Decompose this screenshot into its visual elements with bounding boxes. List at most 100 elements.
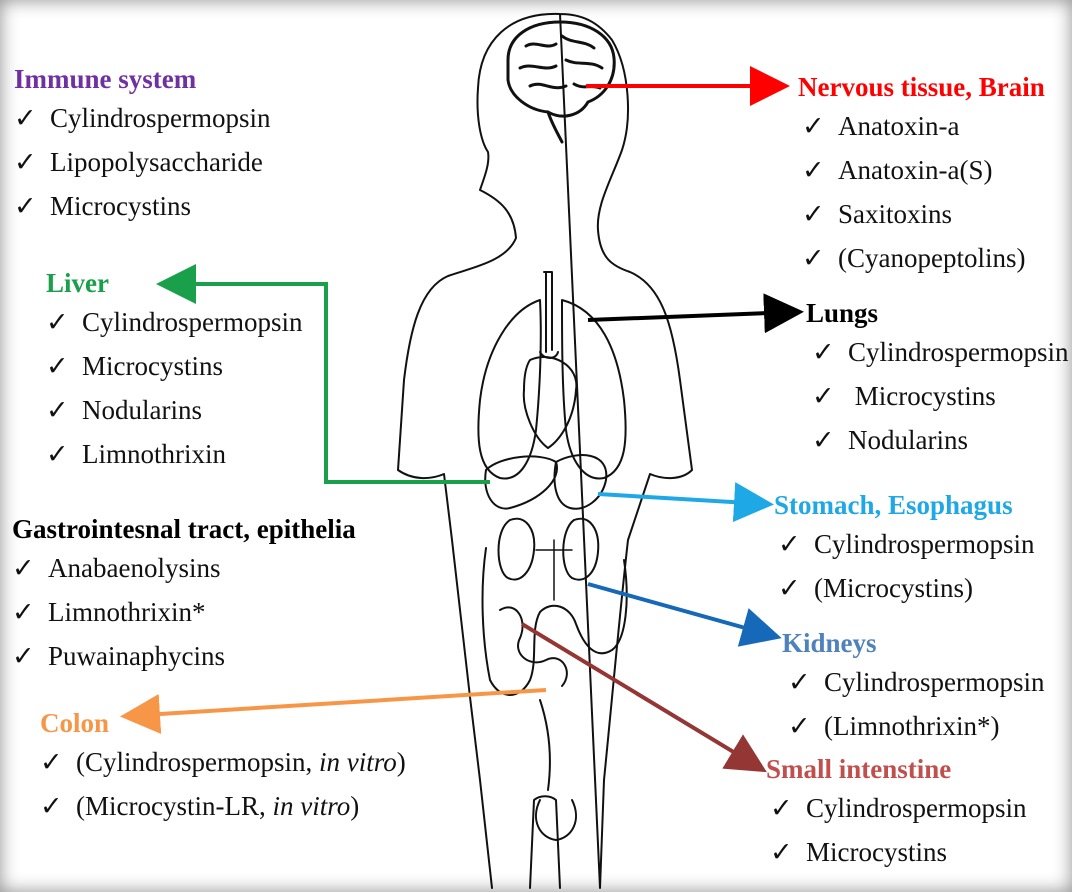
colon-item: ✓(Microcystin-LR, in vitro) (40, 784, 406, 828)
lungs-item: ✓ Microcystins (812, 374, 1069, 418)
toxin-name: Microcystins (848, 381, 996, 411)
liver-item: ✓Nodularins (46, 388, 303, 432)
nervous-item: ✓Anatoxin-a (802, 104, 1045, 148)
body-silhouette (398, 14, 692, 888)
nervous-group: Nervous tissue, Brain ✓Anatoxin-a✓Anatox… (798, 70, 1045, 280)
gi-item: ✓Limnothrixin* (12, 590, 356, 634)
toxin-name: (Cylindrospermopsin, (76, 747, 319, 777)
toxin-name: Nodularins (82, 395, 202, 425)
immune-system-group: Immune system ✓Cylindrospermopsin✓Lipopo… (14, 62, 271, 228)
toxin-name: Cylindrospermopsin (82, 307, 303, 337)
small-intestine-item: ✓Microcystins (770, 830, 1027, 874)
arrow-kidneys (588, 584, 774, 636)
gi-list: ✓Anabaenolysins✓Limnothrixin*✓Puwainaphy… (12, 546, 356, 678)
small-intestine-list: ✓Cylindrospermopsin✓Microcystins (770, 786, 1027, 874)
trachea (540, 272, 558, 358)
immune-item: ✓Lipopolysaccharide (14, 140, 271, 184)
check-mark-icon: ✓ (802, 104, 838, 148)
stomach-heading: Stomach, Esophagus (774, 488, 1035, 522)
right-lung (562, 300, 626, 478)
gi-heading: Gastrointesnal tract, epithelia (12, 512, 356, 546)
arrow-lungs (588, 312, 796, 320)
toxin-name: Microcystins (82, 351, 223, 381)
lungs-item: ✓Cylindrospermopsin (812, 330, 1069, 374)
toxin-name: ) (397, 747, 406, 777)
check-mark-icon: ✓ (46, 432, 82, 476)
toxin-name: Cylindrospermopsin (50, 103, 271, 133)
toxin-name: Puwainaphycins (48, 641, 225, 671)
toxin-name: Cylindrospermopsin (824, 667, 1045, 697)
nervous-item: ✓(Cyanopeptolins) (802, 236, 1045, 280)
nervous-item: ✓Anatoxin-a(S) (802, 148, 1045, 192)
colon-heading: Colon (40, 706, 406, 740)
liver-item: ✓Limnothrixin (46, 432, 303, 476)
check-mark-icon: ✓ (12, 634, 48, 678)
check-mark-icon: ✓ (46, 344, 82, 388)
toxin-name: Cylindrospermopsin (806, 793, 1027, 823)
toxin-name: Saxitoxins (838, 199, 952, 229)
kidneys-list: ✓Cylindrospermopsin✓(Limnothrixin*) (788, 660, 1045, 748)
kidneys-group: Kidneys ✓Cylindrospermopsin✓(Limnothrixi… (782, 626, 1045, 748)
check-mark-icon: ✓ (778, 566, 814, 610)
liver-item: ✓Microcystins (46, 344, 303, 388)
check-mark-icon: ✓ (778, 522, 814, 566)
lungs-item: ✓Nodularins (812, 418, 1069, 462)
check-mark-icon: ✓ (12, 546, 48, 590)
stomach-item: ✓Cylindrospermopsin (778, 522, 1035, 566)
stomach-group: Stomach, Esophagus ✓Cylindrospermopsin✓(… (774, 488, 1035, 610)
check-mark-icon: ✓ (802, 148, 838, 192)
toxin-name: Limnothrixin (82, 439, 226, 469)
check-mark-icon: ✓ (788, 704, 824, 748)
colon-list: ✓(Cylindrospermopsin, in vitro)✓(Microcy… (40, 740, 406, 828)
arrow-small-intestine (522, 624, 760, 768)
right-kidney (563, 519, 598, 580)
toxin-name: (Limnothrixin*) (824, 711, 999, 741)
stomach-list: ✓Cylindrospermopsin✓(Microcystins) (778, 522, 1035, 610)
check-mark-icon: ✓ (788, 660, 824, 704)
gi-group: Gastrointesnal tract, epithelia ✓Anabaen… (12, 512, 356, 678)
left-lung (478, 300, 540, 478)
toxin-name: Microcystins (50, 191, 191, 221)
check-mark-icon: ✓ (40, 740, 76, 784)
liver-heading: Liver (46, 266, 303, 300)
small-intestine-heading: Small intenstine (766, 752, 1027, 786)
toxin-name: Cylindrospermopsin (848, 337, 1069, 367)
heart-icon (524, 357, 577, 448)
left-kidney (499, 519, 535, 580)
toxin-name: Anatoxin-a(S) (838, 155, 992, 185)
toxin-name: (Cyanopeptolins) (838, 243, 1025, 273)
small-intestine-item: ✓Cylindrospermopsin (770, 786, 1027, 830)
immune-item: ✓Cylindrospermopsin (14, 96, 271, 140)
toxin-name: ) (350, 791, 359, 821)
lungs-heading: Lungs (806, 296, 1069, 330)
colon-group: Colon ✓(Cylindrospermopsin, in vitro)✓(M… (40, 706, 406, 828)
nervous-heading: Nervous tissue, Brain (798, 70, 1045, 104)
immune-item: ✓Microcystins (14, 184, 271, 228)
immune-heading: Immune system (14, 62, 271, 96)
small-intestine-group: Small intenstine ✓Cylindrospermopsin✓Mic… (766, 752, 1027, 874)
toxin-name: Nodularins (848, 425, 968, 455)
immune-list: ✓Cylindrospermopsin✓Lipopolysaccharide✓M… (14, 96, 271, 228)
gi-item: ✓Puwainaphycins (12, 634, 356, 678)
nervous-list: ✓Anatoxin-a✓Anatoxin-a(S)✓Saxitoxins✓(Cy… (802, 104, 1045, 280)
toxin-name: Cylindrospermopsin (814, 529, 1035, 559)
check-mark-icon: ✓ (40, 784, 76, 828)
toxin-note-italic: in vitro (272, 791, 350, 821)
toxin-name: Lipopolysaccharide (50, 147, 263, 177)
check-mark-icon: ✓ (802, 192, 838, 236)
check-mark-icon: ✓ (812, 330, 848, 374)
check-mark-icon: ✓ (802, 236, 838, 280)
check-mark-icon: ✓ (14, 184, 50, 228)
check-mark-icon: ✓ (812, 418, 848, 462)
liver-item: ✓Cylindrospermopsin (46, 300, 303, 344)
colon-item: ✓(Cylindrospermopsin, in vitro) (40, 740, 406, 784)
check-mark-icon: ✓ (812, 374, 848, 418)
check-mark-icon: ✓ (770, 786, 806, 830)
nervous-item: ✓Saxitoxins (802, 192, 1045, 236)
lungs-group: Lungs ✓Cylindrospermopsin✓ Microcystins✓… (806, 296, 1069, 462)
check-mark-icon: ✓ (12, 590, 48, 634)
toxin-note-italic: in vitro (319, 747, 397, 777)
liver-group: Liver ✓Cylindrospermopsin✓Microcystins✓N… (46, 266, 303, 476)
check-mark-icon: ✓ (46, 388, 82, 432)
